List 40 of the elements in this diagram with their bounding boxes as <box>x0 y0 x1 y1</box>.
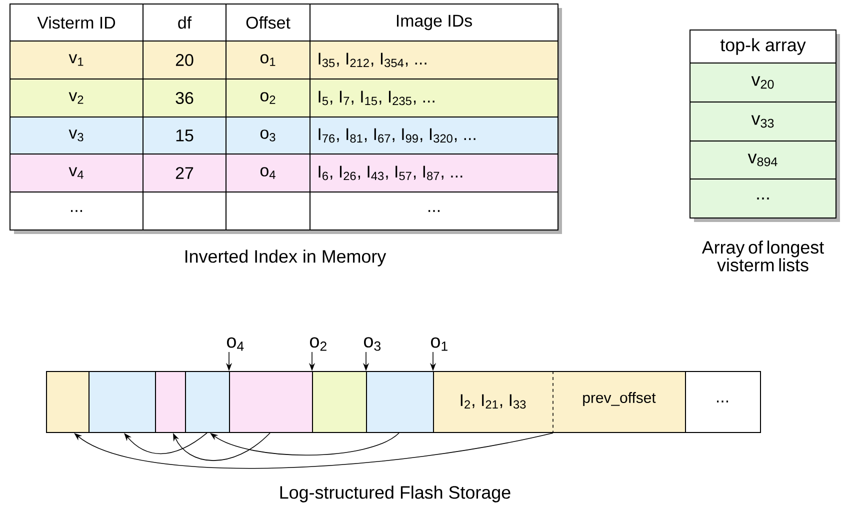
table-cell: ... <box>10 192 144 230</box>
table-cell: 36 <box>142 78 226 118</box>
arrow <box>74 432 554 469</box>
storage-block <box>185 371 230 433</box>
arrow <box>124 432 208 454</box>
offset-label: o$_{4}$ <box>227 337 244 351</box>
caption: Array of longest visterm lists <box>702 240 824 272</box>
table-cell: 15 <box>142 116 226 154</box>
offset-label: o$_{2}$ <box>310 337 326 351</box>
storage-block <box>46 371 90 433</box>
offset-label: o$_{3}$ <box>364 337 381 351</box>
table-cell: o$_{3}$ <box>226 116 310 154</box>
storage-block: I$_{2}$, I$_{21}$, I$_{33}$ prev_offset <box>433 370 686 433</box>
table-cell: 27 <box>142 154 226 192</box>
table-cell: ... <box>690 178 836 218</box>
arrow <box>173 432 270 461</box>
table-cell: top-k array <box>690 30 836 64</box>
table-cell: Offset <box>226 4 310 42</box>
storage-block <box>229 371 313 433</box>
storage-block <box>312 371 367 433</box>
offset-label: o$_{1}$ <box>431 337 448 351</box>
table-cell: v$_{1}$ <box>10 40 144 80</box>
table-cell: v$_{3}$ <box>10 116 144 154</box>
table-cell: o$_{2}$ <box>226 78 310 118</box>
table-cell: v$_{20}$ <box>690 62 836 102</box>
table-cell: v$_{894}$ <box>690 140 836 180</box>
caption: Log-structured Flash Storage <box>280 486 510 502</box>
table-cell: Visterm ID <box>10 4 144 42</box>
table-cell: v$_{33}$ <box>690 102 836 142</box>
table-cell: o$_{4}$ <box>226 154 310 192</box>
storage-block <box>88 371 156 433</box>
table-cell: df <box>142 4 226 42</box>
storage-block <box>155 371 186 433</box>
table-cell: o$_{1}$ <box>226 40 310 80</box>
storage-block <box>366 371 434 433</box>
table-cell: 20 <box>142 40 226 80</box>
table-cell: v$_{2}$ <box>10 78 144 118</box>
storage-block: ... <box>685 371 761 433</box>
table-cell: v$_{4}$ <box>10 154 144 192</box>
caption: Inverted Index in Memory <box>186 250 386 266</box>
